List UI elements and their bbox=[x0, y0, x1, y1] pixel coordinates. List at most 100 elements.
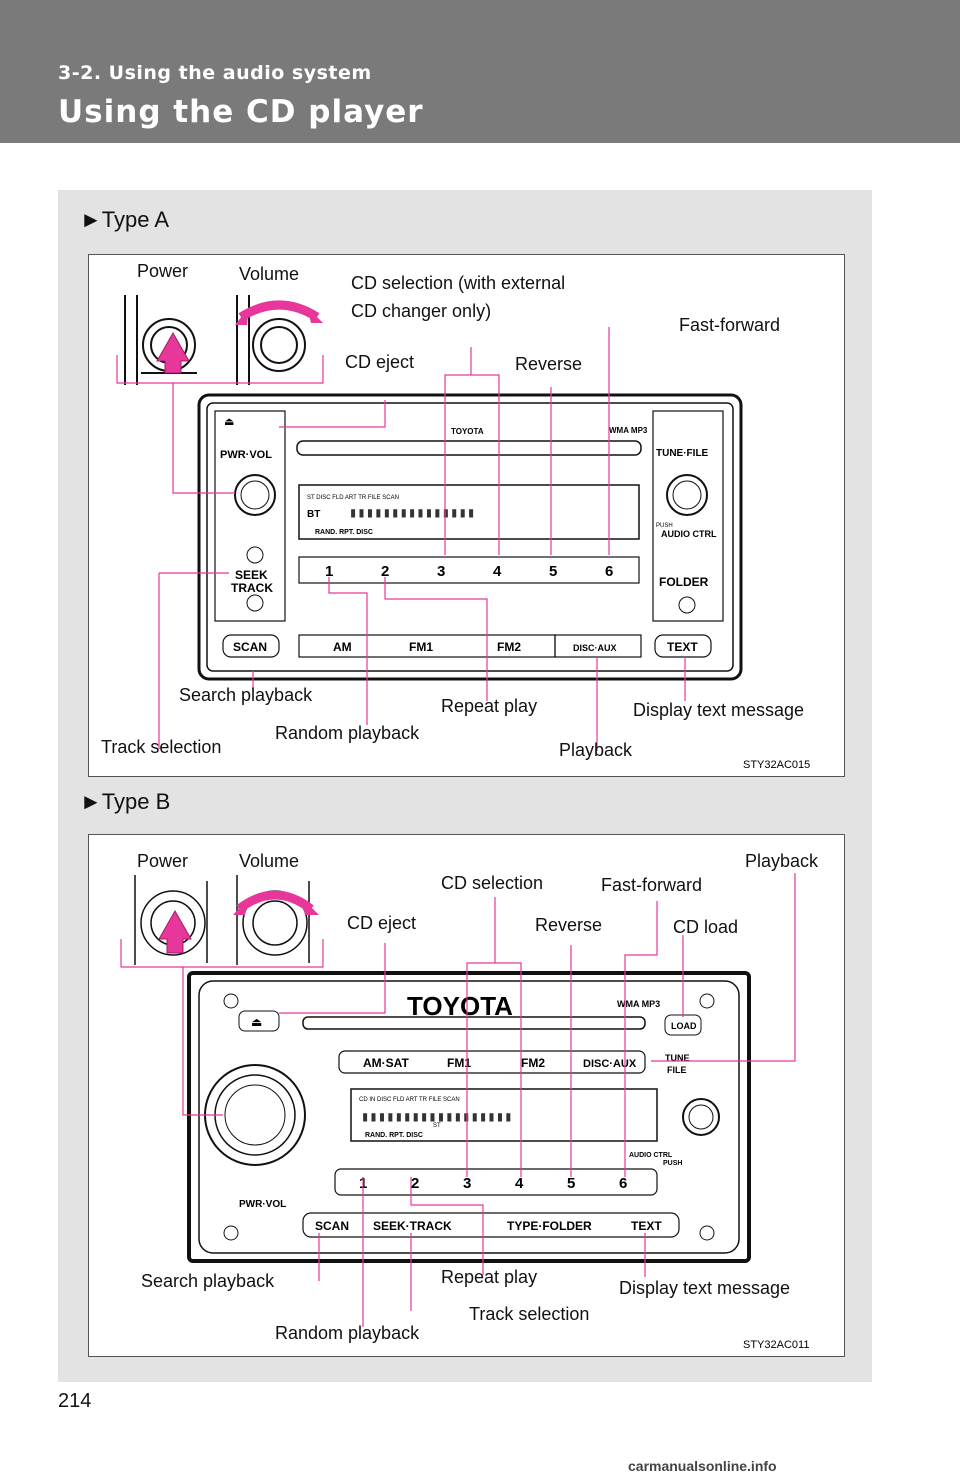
band-am-sat: AM·SAT bbox=[363, 1056, 409, 1070]
audio-ctrl-label: AUDIO CTRL bbox=[661, 529, 717, 539]
preset-6: 6 bbox=[605, 563, 613, 580]
band-fm2: FM2 bbox=[521, 1056, 545, 1070]
push-label-b: PUSH bbox=[663, 1160, 682, 1167]
callout-random-playback-a: Random playback bbox=[275, 723, 420, 743]
header-bar: 3-2. Using the audio system Using the CD… bbox=[0, 0, 960, 143]
type-b-label: ►Type B bbox=[80, 789, 171, 814]
callout-fast-forward-b: Fast-forward bbox=[601, 875, 703, 895]
pwr-vol-label-b: PWR·VOL bbox=[239, 1199, 286, 1210]
callout-display-text-b: Display text message bbox=[619, 1278, 791, 1298]
callout-fast-forward-a: Fast-forward bbox=[679, 315, 781, 335]
type-a-label: ►Type A bbox=[80, 207, 170, 232]
preset-b-4: 4 bbox=[515, 1175, 524, 1192]
fm2-button-label: FM2 bbox=[497, 640, 521, 654]
callout-track-selection-a: Track selection bbox=[101, 737, 222, 757]
tune-file-label: TUNE·FILE bbox=[656, 448, 709, 459]
callout-repeat-play-b: Repeat play bbox=[441, 1267, 538, 1287]
disc-aux-button-label: DISC·AUX bbox=[573, 643, 617, 653]
press-arrow-icon-b bbox=[158, 909, 192, 954]
preset-b-6: 6 bbox=[619, 1175, 627, 1192]
head-unit-b: TOYOTA WMA MP3 ⏏ LOAD AM·SAT FM1 FM2 DIS… bbox=[187, 971, 751, 1263]
section-label: 3-2. Using the audio system bbox=[58, 62, 372, 84]
eject-icon-b: ⏏ bbox=[251, 1015, 262, 1029]
display-bottom-labels-b: RAND. RPT. DISC bbox=[365, 1132, 423, 1139]
preset-b-5: 5 bbox=[567, 1175, 575, 1192]
fm1-button-label: FM1 bbox=[409, 640, 433, 654]
callout-lines-a bbox=[158, 327, 686, 751]
volume-inset-b bbox=[236, 875, 310, 965]
callout-cd-eject-a: CD eject bbox=[345, 352, 415, 372]
callout-cd-selection-a2: CD changer only) bbox=[351, 301, 492, 321]
page-number: 214 bbox=[58, 1390, 92, 1412]
callout-playback-a: Playback bbox=[559, 740, 633, 760]
callout-power-b: Power bbox=[137, 851, 189, 871]
display-bt: BT bbox=[307, 509, 320, 520]
display-indicators: ST DISC FLD ART TR FILE SCAN bbox=[307, 495, 399, 501]
scan-button-label-b: SCAN bbox=[315, 1219, 349, 1233]
callout-power-a: Power bbox=[137, 261, 189, 281]
callout-volume-b: Volume bbox=[239, 851, 300, 871]
am-button-label: AM bbox=[333, 640, 352, 654]
file-label-b: FILE bbox=[667, 1065, 687, 1075]
track-label: TRACK bbox=[231, 581, 273, 595]
type-folder-button-label: TYPE·FOLDER bbox=[507, 1219, 592, 1233]
callout-cd-selection-a1: CD selection (with external bbox=[351, 273, 566, 293]
press-arrow-icon bbox=[156, 331, 190, 374]
callout-display-text-a: Display text message bbox=[633, 700, 805, 720]
preset-5: 5 bbox=[549, 563, 557, 580]
scan-button-label: SCAN bbox=[233, 640, 267, 654]
rotate-arrow-icon-b bbox=[236, 890, 314, 913]
callout-random-playback-b: Random playback bbox=[275, 1323, 420, 1343]
eject-icon: ⏏ bbox=[224, 416, 234, 428]
callout-search-playback-a: Search playback bbox=[179, 685, 313, 705]
preset-2: 2 bbox=[381, 563, 389, 580]
display-st-b: ST bbox=[433, 1123, 441, 1129]
callout-lines-b bbox=[182, 873, 796, 1327]
preset-b-2: 2 bbox=[411, 1175, 419, 1192]
power-inset bbox=[124, 295, 197, 385]
push-label: PUSH bbox=[656, 523, 673, 529]
figure-type-a-drawing: PWR·VOL ⏏ SEEK TRACK TUNE·FILE PUSH AUDI… bbox=[116, 295, 810, 771]
format-logo-b: WMA MP3 bbox=[617, 999, 660, 1009]
callout-volume-a: Volume bbox=[239, 264, 300, 284]
callout-repeat-play-a: Repeat play bbox=[441, 696, 538, 716]
brand-logo-b: TOYOTA bbox=[407, 991, 513, 1021]
tune-label-b: TUNE bbox=[665, 1053, 690, 1063]
band-fm1: FM1 bbox=[447, 1056, 471, 1070]
display-indicators-b: CD IN DISC FLD ART TR FILE SCAN bbox=[359, 1097, 460, 1103]
display-bottom-labels: RAND. RPT. DISC bbox=[315, 529, 373, 536]
audio-ctrl-label-b: AUDIO CTRL bbox=[629, 1152, 673, 1159]
seek-label: SEEK bbox=[235, 568, 268, 582]
seek-track-button-label: SEEK·TRACK bbox=[373, 1219, 452, 1233]
page-title: Using the CD player bbox=[58, 94, 424, 130]
figure-type-b: TOYOTA WMA MP3 ⏏ LOAD AM·SAT FM1 FM2 DIS… bbox=[88, 834, 845, 1357]
callout-search-playback-b: Search playback bbox=[141, 1271, 275, 1291]
figure-code-b: STY32AC011 bbox=[743, 1339, 809, 1351]
callout-playback-b: Playback bbox=[745, 851, 819, 871]
head-unit-a: PWR·VOL ⏏ SEEK TRACK TUNE·FILE PUSH AUDI… bbox=[197, 393, 743, 681]
svg-text:▮▮▮▮▮▮▮▮▮▮▮▮▮▮▮▮▮▮: ▮▮▮▮▮▮▮▮▮▮▮▮▮▮▮▮▮▮ bbox=[361, 1109, 513, 1125]
figure-type-b-drawing: TOYOTA WMA MP3 ⏏ LOAD AM·SAT FM1 FM2 DIS… bbox=[120, 873, 809, 1351]
preset-3: 3 bbox=[437, 563, 445, 580]
figure-type-a: PWR·VOL ⏏ SEEK TRACK TUNE·FILE PUSH AUDI… bbox=[88, 254, 845, 777]
preset-4: 4 bbox=[493, 563, 502, 580]
callout-cd-eject-b: CD eject bbox=[347, 913, 417, 933]
text-button-label: TEXT bbox=[667, 640, 698, 654]
figure-code-a: STY32AC015 bbox=[743, 759, 810, 771]
callout-cd-load-b: CD load bbox=[673, 917, 739, 937]
preset-b-3: 3 bbox=[463, 1175, 471, 1192]
pwr-vol-label: PWR·VOL bbox=[220, 449, 272, 461]
text-button-label-b: TEXT bbox=[631, 1219, 662, 1233]
rotate-arrow-icon bbox=[238, 300, 320, 321]
callout-reverse-b: Reverse bbox=[535, 915, 603, 935]
band-disc-aux: DISC·AUX bbox=[583, 1058, 637, 1070]
brand-logo: TOYOTA bbox=[451, 427, 484, 436]
callout-reverse-a: Reverse bbox=[515, 354, 583, 374]
folder-label: FOLDER bbox=[659, 575, 709, 589]
svg-text:▮▮▮▮▮▮▮▮▮▮▮▮▮▮▮: ▮▮▮▮▮▮▮▮▮▮▮▮▮▮▮ bbox=[349, 505, 475, 521]
preset-1: 1 bbox=[325, 563, 333, 580]
load-label: LOAD bbox=[671, 1021, 697, 1031]
format-logo: WMA MP3 bbox=[609, 426, 648, 435]
watermark: carmanualsonline.info bbox=[628, 1458, 777, 1474]
callout-cd-selection-b: CD selection bbox=[441, 873, 544, 893]
